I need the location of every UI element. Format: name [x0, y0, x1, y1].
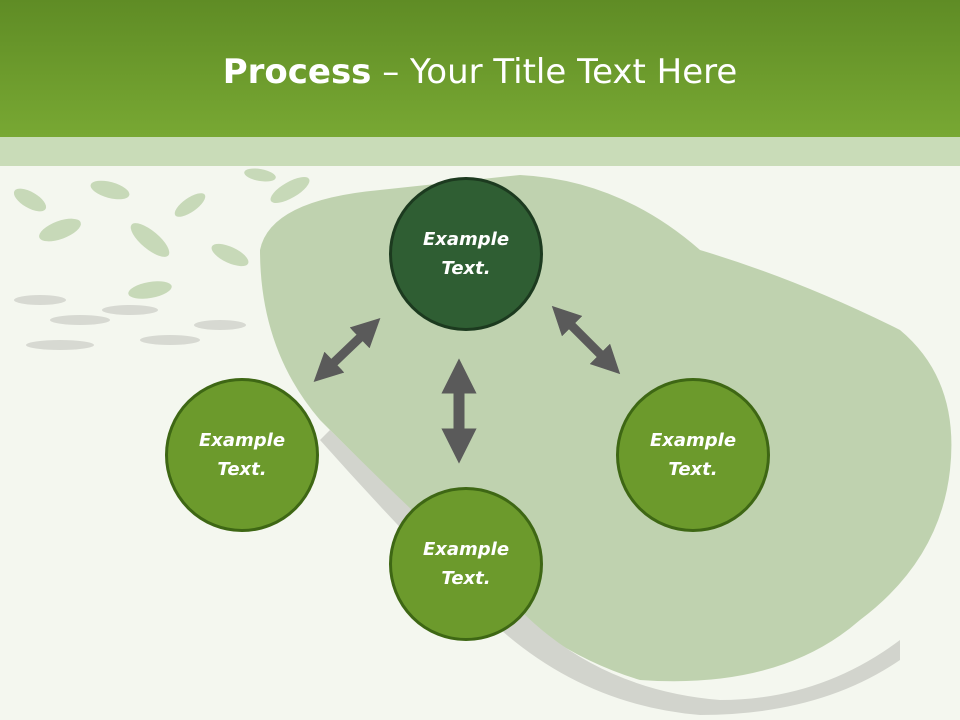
leaves-decoration [13, 168, 310, 299]
node-label-left: Example Text. [198, 430, 286, 480]
header-band [0, 137, 960, 166]
node-label-bottom: Example Text. [422, 539, 510, 589]
arrow-top-left [313, 318, 381, 382]
process-node-top: Example Text. [389, 177, 543, 331]
node-label-right: Example Text. [649, 430, 737, 480]
header-bar [0, 0, 960, 137]
slide-title: Process – Your Title Text Here [0, 52, 960, 92]
arrow-top-right [551, 305, 621, 375]
process-node-bottom: Example Text. [389, 487, 543, 641]
car-shadow [320, 430, 900, 715]
process-node-left: Example Text. [165, 378, 319, 532]
title-rest: – Your Title Text Here [371, 52, 738, 92]
shadow-leaves [14, 295, 246, 350]
title-bold: Process [222, 52, 372, 92]
process-node-right: Example Text. [616, 378, 770, 532]
node-label-top: Example Text. [422, 229, 510, 279]
